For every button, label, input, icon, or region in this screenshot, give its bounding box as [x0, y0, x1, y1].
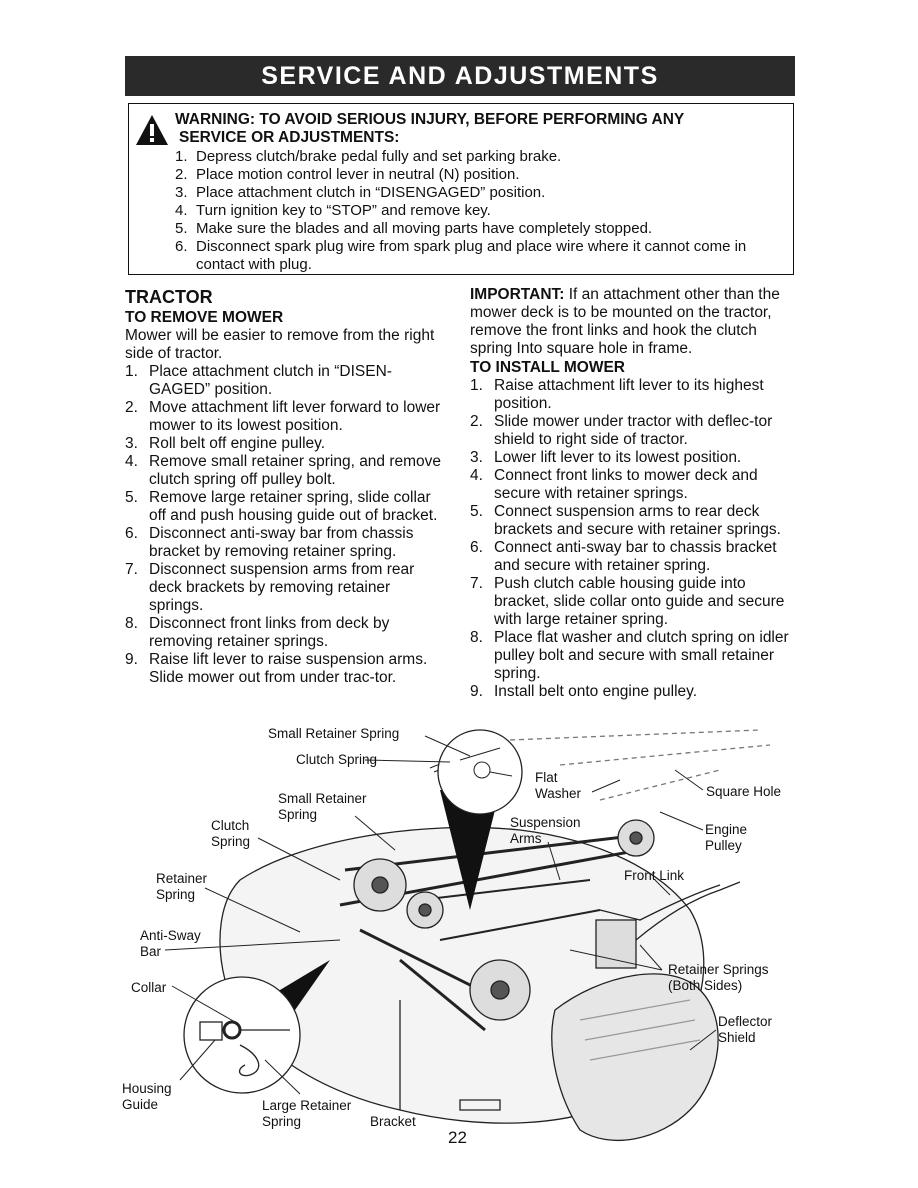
- label-retainer-spring: Spring: [156, 887, 196, 902]
- label-square-hole: Square Hole: [706, 784, 782, 799]
- label-clutch-spring: Clutch Spring: [296, 752, 378, 767]
- list-item: 3.Roll belt off engine pulley.: [125, 435, 326, 452]
- label-suspension: Suspension: [510, 815, 581, 830]
- list-item: 7.Push clutch cable housing guide into b…: [470, 575, 785, 628]
- right-column: IMPORTANT: If an attachment other than t…: [470, 286, 798, 701]
- list-item: 7.Disconnect suspension arms from rear d…: [125, 561, 415, 614]
- warning-steps: 1.Depress clutch/brake pedal fully and s…: [175, 148, 785, 274]
- page-number: 22: [448, 1128, 467, 1147]
- list-item: 6.Connect anti-sway bar to chassis brack…: [470, 539, 777, 574]
- label-pulley: Pulley: [705, 838, 742, 853]
- warning-heading-line2: SERVICE OR ADJUSTMENTS:: [179, 129, 400, 146]
- label-small-retainer-spring-2: Spring: [278, 807, 318, 822]
- section-banner: SERVICE AND ADJUSTMENTS: [125, 56, 795, 96]
- label-clutch: Clutch: [211, 818, 250, 833]
- intro-text: Mower will be easier to remove from the …: [125, 327, 435, 362]
- list-item: 1.Place attachment clutch in “DISEN-GAGE…: [125, 363, 392, 398]
- label-large-retainer: Large Retainer: [262, 1098, 352, 1113]
- list-item: 5.Connect suspension arms to rear deck b…: [470, 503, 781, 538]
- list-item: 4.Turn ignition key to “STOP” and remove…: [175, 202, 491, 219]
- label-bar: Bar: [140, 944, 162, 959]
- warning-heading: WARNING: TO AVOID SERIOUS INJURY, BEFORE…: [175, 111, 785, 147]
- list-item: 9.Install belt onto engine pulley.: [470, 683, 698, 700]
- list-item: 4.Connect front links to mower deck and …: [470, 467, 758, 502]
- label-retainer-springs: Retainer Springs: [668, 962, 769, 977]
- label-anti-sway: Anti-Sway: [140, 928, 201, 943]
- label-bracket: Bracket: [370, 1114, 416, 1129]
- list-item: 5.Remove large retainer spring, slide co…: [125, 489, 438, 524]
- label-small-retainer: Small Retainer: [278, 791, 367, 806]
- label-housing: Housing: [122, 1081, 172, 1096]
- warning-box: WARNING: TO AVOID SERIOUS INJURY, BEFORE…: [128, 103, 794, 275]
- list-item: 4.Remove small retainer spring, and remo…: [125, 453, 442, 488]
- list-item: 3.Lower lift lever to its lowest positio…: [470, 449, 742, 466]
- label-deflector: Deflector: [718, 1014, 773, 1029]
- label-arms: Arms: [510, 831, 542, 846]
- label-shield: Shield: [718, 1030, 756, 1045]
- label-retainer: Retainer: [156, 871, 208, 886]
- label-small-retainer-spring: Small Retainer Spring: [268, 726, 400, 741]
- warning-triangle-icon: [136, 115, 168, 145]
- list-item: 6.Disconnect anti-sway bar from chassis …: [125, 525, 414, 560]
- label-washer: Washer: [535, 786, 582, 801]
- list-item: 2.Move attachment lift lever forward to …: [125, 399, 441, 434]
- label-front-link: Front Link: [624, 868, 685, 883]
- subsection-title: TO INSTALL MOWER: [470, 359, 625, 376]
- list-item: 2.Slide mower under tractor with deflec-…: [470, 413, 773, 448]
- install-steps: 1.Raise attachment lift lever to its hig…: [470, 377, 798, 701]
- subsection-title: TO REMOVE MOWER: [125, 309, 284, 326]
- page-title: SERVICE AND ADJUSTMENTS: [261, 61, 659, 90]
- label-collar: Collar: [131, 980, 167, 995]
- label-clutch-spring-2: Spring: [211, 834, 251, 849]
- important-note: IMPORTANT: If an attachment other than t…: [470, 286, 798, 358]
- list-item: 1.Raise attachment lift lever to its hig…: [470, 377, 764, 412]
- label-engine: Engine: [705, 822, 748, 837]
- list-item: 9.Raise lift lever to raise suspension a…: [125, 651, 428, 686]
- label-large-retainer-spring: Spring: [262, 1114, 302, 1129]
- label-guide: Guide: [122, 1097, 159, 1112]
- list-item: 6.Disconnect spark plug wire from spark …: [175, 238, 747, 273]
- list-item: 8.Place flat washer and clutch spring on…: [470, 629, 789, 682]
- list-item: 8.Disconnect front links from deck by re…: [125, 615, 390, 650]
- important-label: IMPORTANT:: [470, 286, 565, 303]
- list-item: 3.Place attachment clutch in “DISENGAGED…: [175, 184, 546, 201]
- label-flat: Flat: [535, 770, 558, 785]
- warning-heading-line1: WARNING: TO AVOID SERIOUS INJURY, BEFORE…: [175, 111, 685, 128]
- list-item: 1.Depress clutch/brake pedal fully and s…: [175, 148, 562, 165]
- label-both-sides: (Both Sides): [668, 978, 743, 993]
- remove-steps: 1.Place attachment clutch in “DISEN-GAGE…: [125, 363, 447, 687]
- list-item: 2.Place motion control lever in neutral …: [175, 166, 520, 183]
- list-item: 5.Make sure the blades and all moving pa…: [175, 220, 653, 237]
- section-title: TRACTOR: [125, 287, 213, 307]
- important-text: If an attachment other than the mower de…: [470, 286, 780, 357]
- left-column: TRACTOR TO REMOVE MOWER Mower will be ea…: [125, 286, 447, 687]
